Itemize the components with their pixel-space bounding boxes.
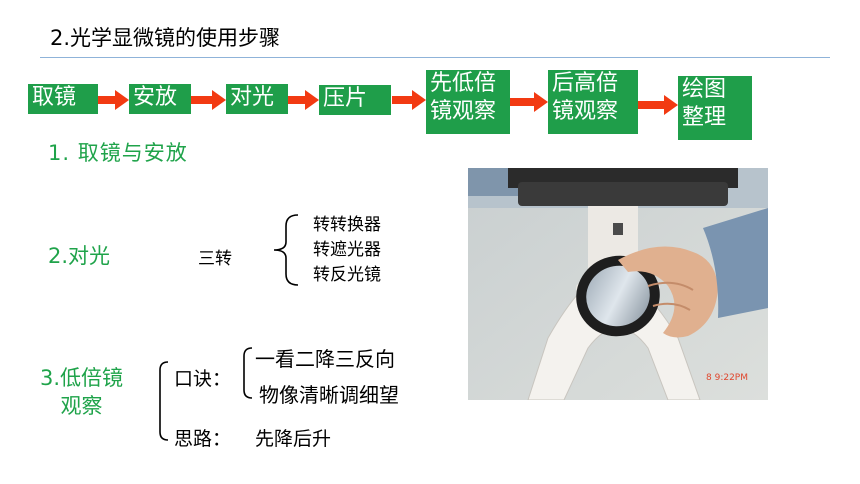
flow-step-high-power: 后高倍 镜观察	[548, 70, 638, 134]
flow-step-low-power: 先低倍 镜观察	[426, 70, 510, 134]
flow-step-place: 安放	[129, 84, 191, 114]
three-turns-list: 转转换器 转遮光器 转反光镜	[313, 213, 381, 288]
rhyme-item: 一看二降三反向	[255, 347, 395, 371]
step3-heading: 3.低倍镜 观察	[40, 364, 123, 420]
flow-arrow-icon	[510, 92, 548, 112]
three-turns-label: 三转	[198, 249, 232, 269]
step3-heading-line1: 3.低倍镜	[40, 366, 124, 390]
flow-arrow-icon	[288, 90, 319, 110]
turn-item: 转遮光器	[313, 240, 381, 260]
turn-item: 转转换器	[313, 215, 381, 235]
microscope-photo: 8 9:22PM	[468, 168, 768, 400]
rhyme-bracket-icon	[243, 347, 253, 399]
flow-step-draw-line1: 绘图	[682, 77, 727, 102]
rhyme-label: 口诀：	[174, 368, 232, 390]
idea-label: 思路：	[174, 428, 232, 450]
flow-arrow-icon	[98, 90, 129, 110]
rhyme-list: 一看二降三反向 物像清晰调细望	[255, 341, 399, 413]
outer-bracket-icon	[159, 361, 169, 441]
title-underline	[40, 57, 830, 58]
rhyme-item: 物像清晰调细望	[259, 383, 399, 407]
flow-step-draw: 绘图 整理	[678, 76, 752, 140]
flow-step-fetch: 取镜	[28, 84, 98, 114]
photo-timestamp: 8 9:22PM	[706, 373, 748, 383]
step1-heading: 1. 取镜与安放	[48, 141, 188, 165]
curly-brace-icon	[273, 214, 299, 286]
step3-heading-line2: 观察	[60, 394, 103, 418]
turn-item: 转反光镜	[313, 265, 381, 285]
flow-arrow-icon	[392, 90, 426, 110]
flow-step-low-power-line2: 镜观察	[430, 99, 497, 124]
flow-step-high-power-line1: 后高倍	[552, 71, 619, 96]
step2-heading: 2.对光	[48, 244, 111, 268]
idea-value: 先降后升	[255, 428, 332, 450]
flow-step-press: 压片	[319, 85, 391, 115]
flow-step-high-power-line2: 镜观察	[552, 99, 619, 124]
page-title: 2.光学显微镜的使用步骤	[50, 26, 281, 50]
flow-arrow-icon	[191, 90, 226, 110]
flow-step-low-power-line1: 先低倍	[430, 71, 497, 96]
flow-step-draw-line2: 整理	[682, 105, 727, 130]
flow-arrow-icon	[638, 95, 678, 115]
flow-step-light: 对光	[226, 84, 288, 114]
microscope-illustration: 8 9:22PM	[468, 168, 768, 400]
